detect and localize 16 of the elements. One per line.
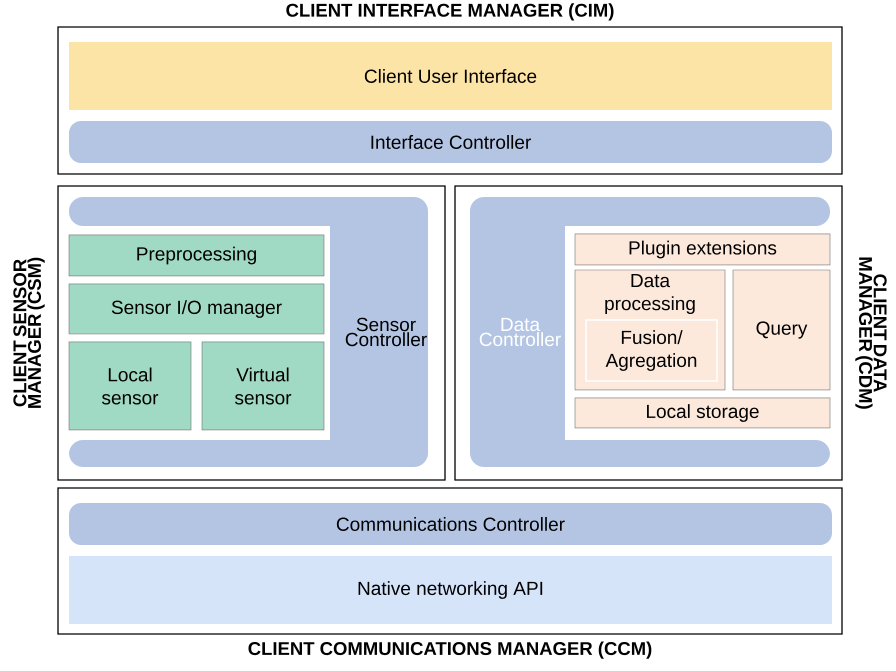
module-box: Plugin extensions <box>574 234 830 266</box>
panel: Client User Interface <box>69 42 832 110</box>
module-box: Local sensor <box>68 342 192 430</box>
manager-heading: CLIENT COMMUNICATIONS MANAGER (CCM) <box>248 642 652 659</box>
manager-heading: CLIENT SENSOR MANAGER (CSM) <box>13 258 45 408</box>
manager-heading: CLIENT DATA MANAGER (CDM) <box>855 258 887 409</box>
panel: Native networking API <box>69 556 832 624</box>
controller-bar: Interface Controller <box>69 121 832 163</box>
module-box: Local storage <box>574 398 830 428</box>
module-box: Virtual sensor <box>202 342 324 430</box>
module-box: Sensor I/O manager <box>68 284 324 334</box>
module-box: Fusion/ Agregation <box>585 319 718 382</box>
controller-bar: Communications Controller <box>69 502 832 545</box>
module-box: Query <box>732 270 830 390</box>
manager-heading: CLIENT INTERFACE MANAGER (CIM) <box>286 3 614 20</box>
module-box: Preprocessing <box>68 234 324 276</box>
